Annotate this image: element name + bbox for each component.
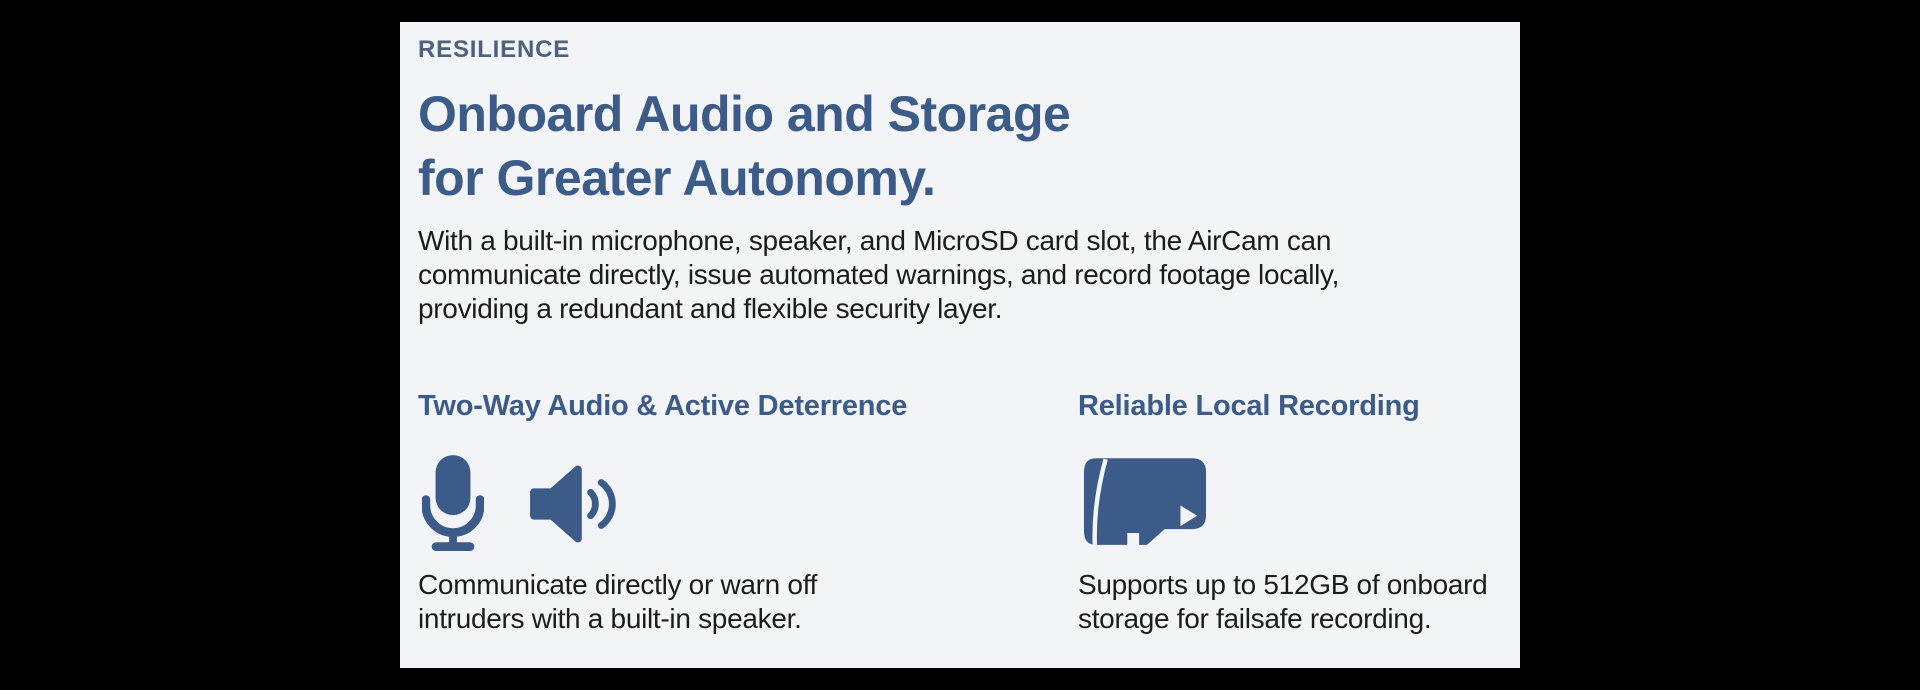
feature-caption: Supports up to 512GB of onboard storage … [1078, 569, 1488, 634]
microphone-icon [422, 455, 484, 552]
feature-caption: Communicate directly or warn off intrude… [418, 569, 818, 634]
feature-two-way-audio: Two-Way Audio & Active Deterrence Commun… [418, 390, 1058, 634]
microsd-card-icon [1082, 458, 1208, 547]
content-card: RESILIENCE Onboard Audio and Storage for… [400, 22, 1520, 668]
speaker-icon [530, 464, 616, 544]
feature-title: Reliable Local Recording [1078, 390, 1420, 422]
section-heading: Onboard Audio and Storage for Greater Au… [418, 86, 1071, 206]
feature-icons [1082, 452, 1208, 552]
feature-local-recording: Reliable Local Recording Supports up to … [1078, 390, 1518, 634]
section-paragraph: With a built-in microphone, speaker, and… [418, 225, 1340, 324]
feature-icons [422, 452, 616, 552]
eyebrow-label: RESILIENCE [418, 36, 571, 63]
feature-title: Two-Way Audio & Active Deterrence [418, 390, 908, 422]
